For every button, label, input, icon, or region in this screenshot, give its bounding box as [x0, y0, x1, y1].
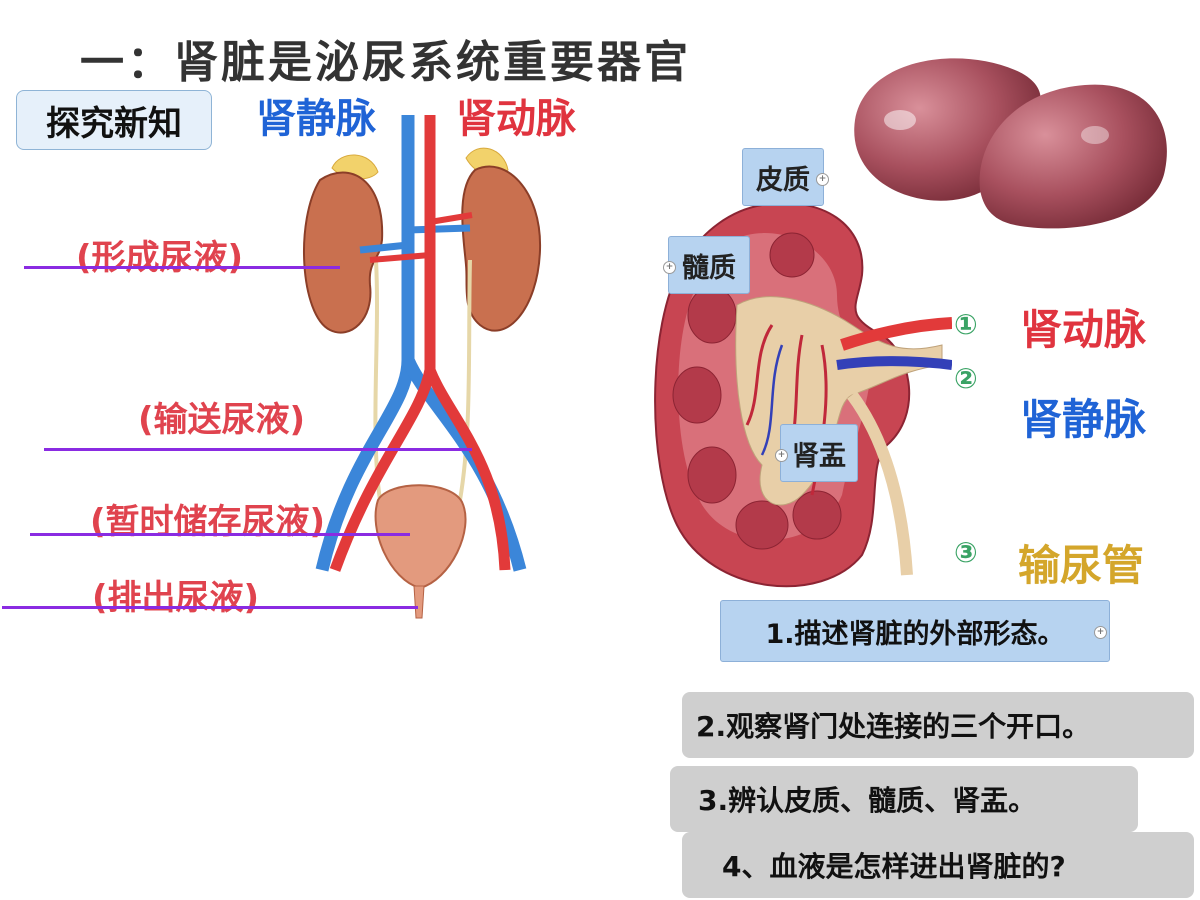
opening-number-3: ③ — [954, 536, 978, 569]
renal-vein-label-top: 肾静脉 — [256, 96, 376, 142]
expand-icon[interactable]: + — [775, 449, 788, 462]
left-renal-vein — [359, 241, 409, 254]
opening-number-1: ① — [954, 308, 978, 341]
kidney-photo-right — [979, 84, 1167, 229]
callout-medulla-label: 髓质 — [682, 252, 736, 284]
renal-pyramids — [672, 232, 842, 550]
expand-icon[interactable]: + — [1094, 626, 1107, 639]
left-kidney — [302, 171, 384, 334]
right-renal-artery — [429, 212, 473, 225]
function-label-excrete-urine: (排出尿液) — [92, 578, 260, 618]
renal-artery-vessel — [840, 317, 952, 351]
question-2-box: 2.观察肾门处连接的三个开口。 — [682, 692, 1194, 758]
callout-cortex-label: 皮质 — [756, 164, 810, 196]
opening-label-ureter: 输尿管 — [1018, 541, 1145, 590]
pointer-line-ureter — [44, 448, 472, 451]
urethra — [413, 585, 425, 619]
pointer-line-kidney — [24, 266, 340, 269]
question-1: 1.描述肾脏的外部形态。 — [765, 618, 1065, 650]
right-renal-vein — [407, 224, 471, 234]
expand-icon[interactable]: + — [816, 173, 829, 186]
callout-cortex: 皮质 + — [742, 148, 829, 206]
callout-pelvis: + 肾盂 — [775, 424, 858, 482]
urinary-system-illustration — [302, 115, 542, 619]
kidney-photo — [854, 58, 1167, 229]
question-3: 3.辨认皮质、髓质、肾盂。 — [698, 784, 1037, 817]
section-tag: 探究新知 — [16, 90, 212, 150]
left-renal-artery — [369, 252, 431, 263]
bladder — [374, 484, 467, 590]
question-4-box: 4、血液是怎样进出肾脏的? — [682, 832, 1194, 898]
vena-cava-right-branch — [402, 357, 527, 572]
question-4: 4、血液是怎样进出肾脏的? — [722, 850, 1066, 883]
opening-label-artery: 肾动脉 — [1020, 305, 1147, 354]
aorta — [329, 115, 436, 572]
renal-vein-vessel — [836, 356, 952, 370]
renal-artery-label-top: 肾动脉 — [456, 96, 576, 142]
callout-pelvis-label: 肾盂 — [792, 440, 846, 472]
question-1-box: 1.描述肾脏的外部形态。 + — [720, 600, 1110, 662]
opening-number-2: ② — [954, 362, 978, 395]
right-kidney — [461, 165, 542, 332]
aorta-right-branch — [424, 367, 511, 571]
question-2: 2.观察肾门处连接的三个开口。 — [696, 710, 1091, 743]
opening-label-vein: 肾静脉 — [1020, 395, 1147, 444]
page-title: 一：肾脏是泌尿系统重要器官 — [80, 37, 691, 88]
function-label-form-urine: (形成尿液) — [76, 238, 244, 278]
pointer-line-urethra — [2, 606, 418, 609]
pointer-line-bladder — [30, 533, 410, 536]
function-label-transport-urine: (输送尿液) — [138, 400, 306, 440]
callout-medulla: + 髓质 — [663, 236, 750, 294]
expand-icon[interactable]: + — [663, 261, 676, 274]
ureter-vessel — [847, 391, 913, 576]
right-ureter — [458, 259, 472, 501]
question-3-box: 3.辨认皮质、髓质、肾盂。 — [670, 766, 1138, 832]
